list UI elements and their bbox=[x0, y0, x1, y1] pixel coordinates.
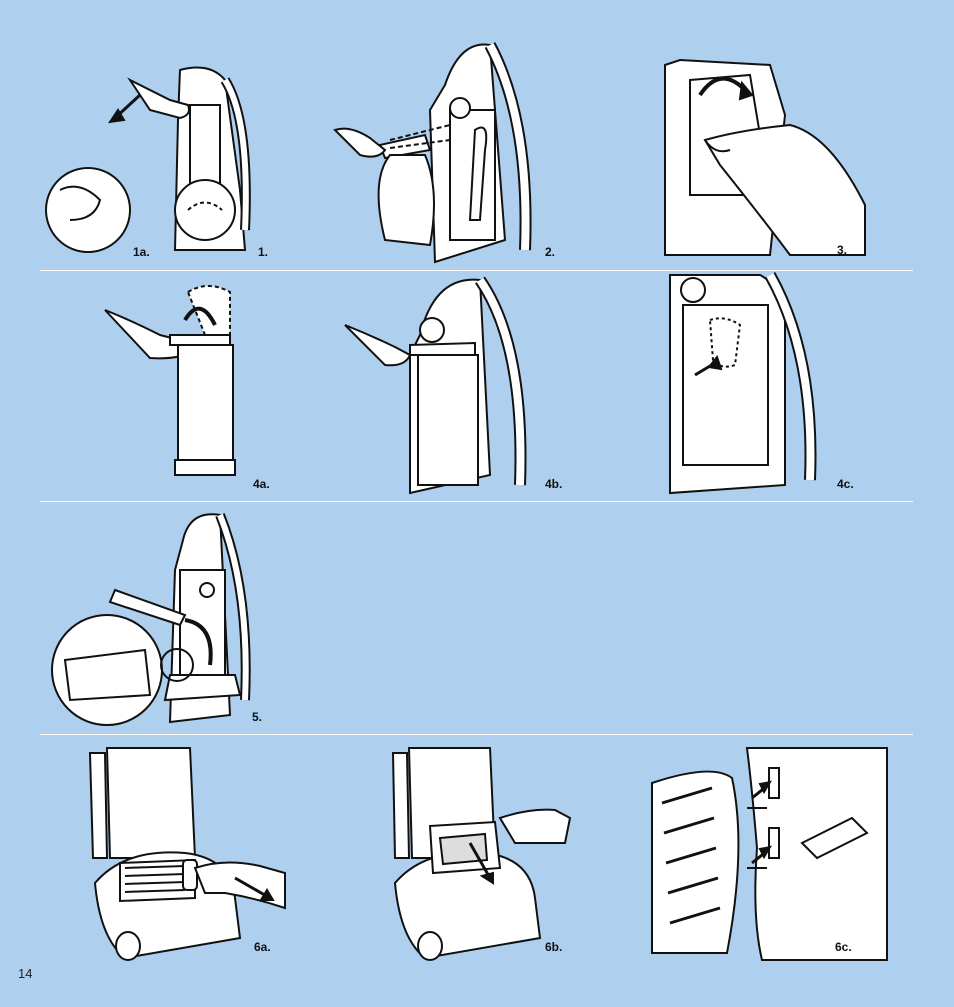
step-label-4c: 4c. bbox=[837, 477, 854, 491]
step-6a-illustration: 6a. bbox=[85, 748, 285, 960]
step-label-4a: 4a. bbox=[253, 477, 270, 491]
step-4a-illustration: 4a. bbox=[100, 280, 280, 495]
step-6c-illustration: 6c. bbox=[652, 748, 867, 960]
step-label-5: 5. bbox=[252, 710, 262, 724]
step-6b-illustration: 6b. bbox=[385, 748, 575, 960]
step-2-illustration: 2. bbox=[330, 40, 570, 260]
row-divider-2 bbox=[40, 501, 913, 502]
step-4b-illustration: 4b. bbox=[340, 275, 570, 495]
step-label-4b: 4b. bbox=[545, 477, 562, 491]
step-5-illustration: 5. bbox=[45, 510, 275, 728]
step-label-2: 2. bbox=[545, 245, 555, 259]
step-label-6b: 6b. bbox=[545, 940, 562, 954]
step-1-illustration: 1a. 1. bbox=[40, 60, 280, 260]
row-divider-1 bbox=[40, 270, 913, 271]
step-label-3: 3. bbox=[837, 243, 847, 257]
step-label-6a: 6a. bbox=[254, 940, 271, 954]
page-number: 14 bbox=[18, 966, 32, 981]
step-label-1: 1. bbox=[258, 245, 268, 259]
step-4c-illustration: 4c. bbox=[665, 275, 865, 495]
step-label-6c: 6c. bbox=[835, 940, 852, 954]
step-label-1a: 1a. bbox=[133, 245, 150, 259]
row-divider-3 bbox=[40, 734, 913, 735]
step-3-illustration: 3. bbox=[660, 55, 865, 260]
